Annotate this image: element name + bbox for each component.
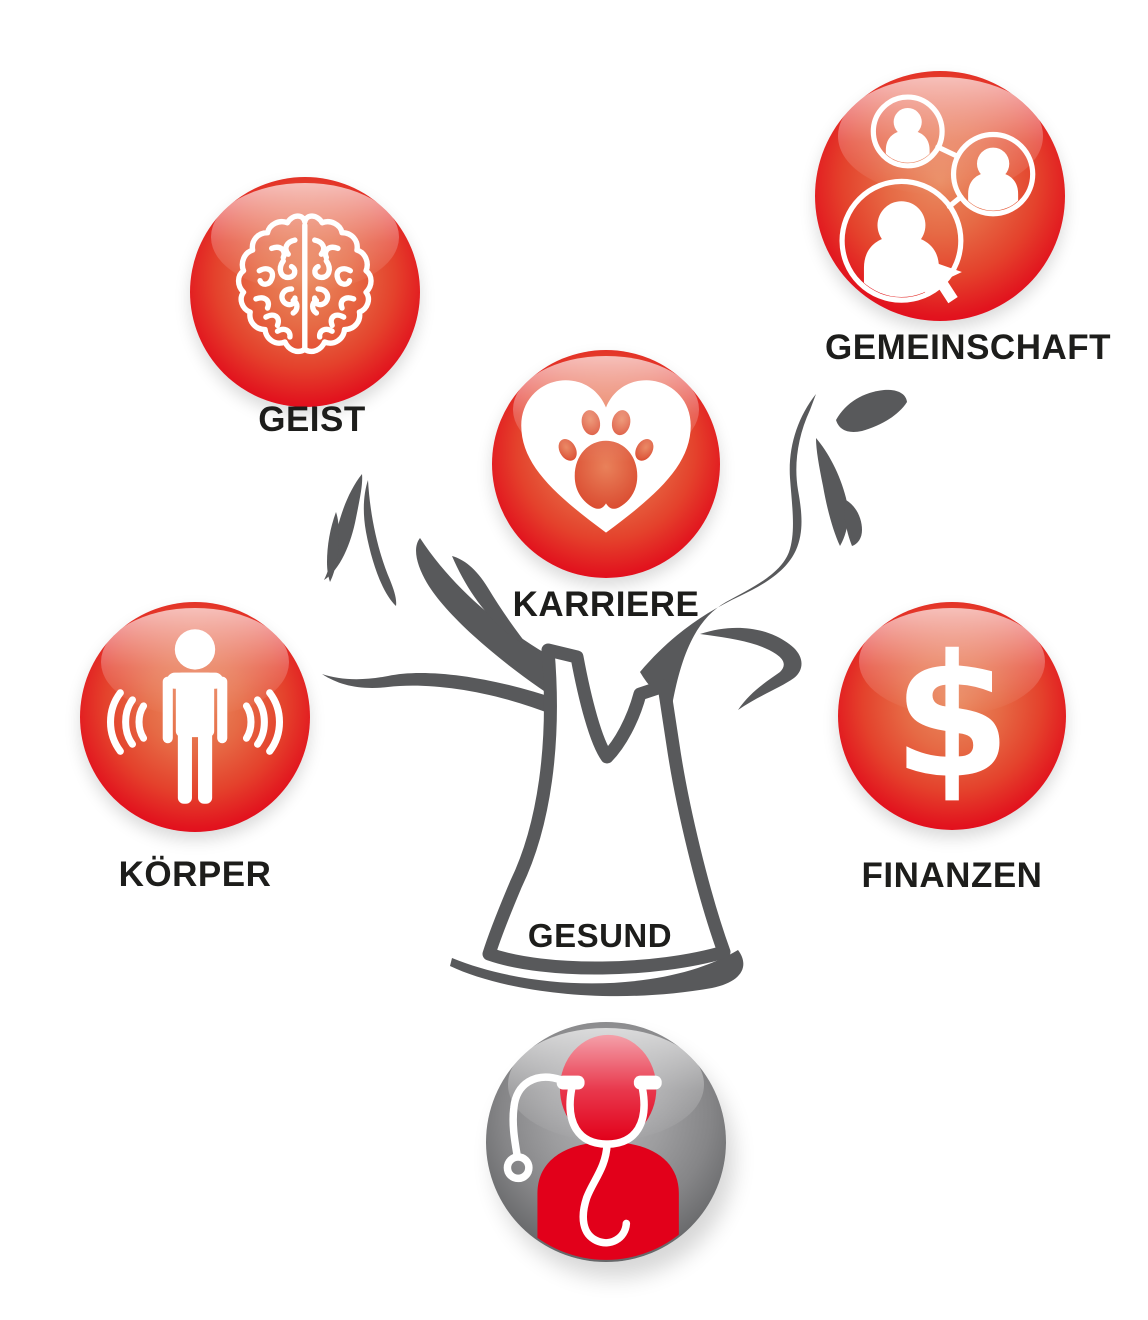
node-sphere-gemeinschaft [815,71,1065,321]
node-sphere-koerper [80,602,310,832]
tree-branches [322,389,907,997]
heart-paw-icon [521,380,691,533]
node-label-gemeinschaft: GEMEINSCHAFT [825,328,1111,367]
tree-trunk-label: GESUND [527,917,673,954]
tree-trunk [482,643,731,975]
node-sphere-finanzen: $ [838,602,1066,830]
svg-text:$: $ [893,619,1011,816]
dollar-sign-icon: $ [893,619,1011,816]
body-vibration-icon [107,629,283,804]
node-sphere-karriere [492,350,720,578]
community-network-icon [839,94,1036,304]
node-label-karriere: KARRIERE [512,585,700,624]
node-label-finanzen: FINANZEN [861,856,1043,895]
brain-icon [236,213,374,354]
doctor-stethoscope-icon [503,1034,679,1260]
node-sphere-geist [190,177,420,407]
cursor-arrow-icon [923,258,962,304]
node-label-geist: GEIST [258,400,366,439]
root-sphere [486,1022,726,1262]
node-label-koerper: KÖRPER [118,855,272,894]
